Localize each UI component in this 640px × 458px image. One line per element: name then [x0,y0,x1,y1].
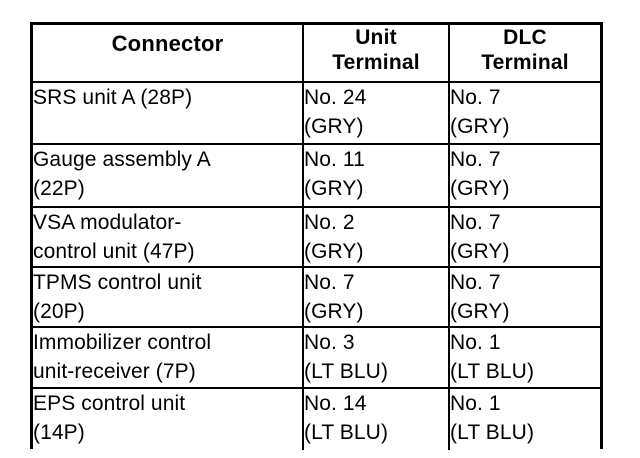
column-header-connector: Connector [33,25,304,83]
column-header-unit-terminal: Unit Terminal [303,25,450,83]
cell-connector-line-1: Gauge assembly A [33,148,211,171]
cell-dlc-terminal-line-1: No. 7 [450,86,501,109]
cell-dlc-terminal-line-1: No. 7 [450,271,501,294]
cell-unit-terminal-line-1: No. 2 [304,211,355,234]
cell-unit-terminal: No. 3 (LT BLU) [303,327,450,389]
cell-connector-line-1: TPMS control unit [33,271,202,294]
table: Connector Unit Terminal DLC Terminal SRS [33,25,600,450]
cell-connector-line-2: (14P) [33,421,85,444]
cell-unit-terminal-line-2: (LT BLU) [304,421,389,444]
cell-connector: SRS unit A (28P) [33,82,304,145]
cell-connector: TPMS control unit (20P) [33,267,304,328]
cell-unit-terminal-line-2: (GRY) [304,115,364,138]
cell-unit-terminal-line-1: No. 14 [304,392,367,415]
cell-connector-line-2: (20P) [33,300,85,323]
cell-connector: Gauge assembly A (22P) [33,144,304,208]
cell-dlc-terminal-line-2: (GRY) [450,300,510,323]
cell-connector-line-2: (22P) [33,177,85,200]
table-row: Gauge assembly A (22P) No. 11 (GRY) No. … [33,144,600,208]
cell-dlc-terminal-line-1: No. 7 [450,148,501,171]
cell-dlc-terminal-line-2: (LT BLU) [450,360,535,383]
cell-connector-line-1: VSA modulator- [33,211,182,234]
cell-connector-line-1: SRS unit A (28P) [33,86,193,109]
cell-dlc-terminal-line-1: No. 1 [450,331,501,354]
table-row: VSA modulator- control unit (47P) No. 2 … [33,207,600,268]
cell-connector: VSA modulator- control unit (47P) [33,207,304,268]
column-header-connector-line-1: Connector [111,31,224,56]
cell-dlc-terminal-line-2: (LT BLU) [450,421,535,444]
cell-unit-terminal: No. 24 (GRY) [303,82,450,145]
column-header-dlc-terminal-line-1: DLC [503,26,547,49]
cell-dlc-terminal: No. 7 (GRY) [449,267,600,328]
cell-connector-line-2: unit-receiver (7P) [33,360,196,383]
table-row: EPS control unit (14P) No. 14 (LT BLU) N… [33,388,600,450]
column-header-unit-terminal-line-2: Terminal [332,51,420,74]
cell-connector: EPS control unit (14P) [33,388,304,450]
cell-unit-terminal: No. 11 (GRY) [303,144,450,208]
cell-unit-terminal-line-1: No. 24 [304,86,367,109]
cell-unit-terminal-line-2: (GRY) [304,240,364,263]
cell-dlc-terminal: No. 7 (GRY) [449,207,600,268]
table-row: Immobilizer control unit-receiver (7P) N… [33,327,600,389]
cell-dlc-terminal: No. 1 (LT BLU) [449,388,600,450]
cell-unit-terminal: No. 14 (LT BLU) [303,388,450,450]
cell-dlc-terminal-line-2: (GRY) [450,115,510,138]
cell-dlc-terminal-line-2: (GRY) [450,177,510,200]
cell-connector-line-1: EPS control unit [33,392,186,415]
cell-unit-terminal-line-1: No. 11 [304,148,365,171]
cell-unit-terminal-line-2: (GRY) [304,177,364,200]
connector-terminal-table: Connector Unit Terminal DLC Terminal SRS [30,22,603,450]
cell-unit-terminal: No. 2 (GRY) [303,207,450,268]
table-body: SRS unit A (28P) No. 24 (GRY) No. 7 (GRY… [33,82,600,450]
cell-dlc-terminal-line-2: (GRY) [450,240,510,263]
table-header: Connector Unit Terminal DLC Terminal [33,25,600,83]
cell-unit-terminal-line-1: No. 3 [304,331,355,354]
cell-unit-terminal-line-1: No. 7 [304,271,355,294]
header-row: Connector Unit Terminal DLC Terminal [33,25,600,83]
table-row: TPMS control unit (20P) No. 7 (GRY) No. … [33,267,600,328]
cell-connector: Immobilizer control unit-receiver (7P) [33,327,304,389]
column-header-unit-terminal-line-1: Unit [355,26,397,49]
cell-dlc-terminal-line-1: No. 1 [450,392,501,415]
cell-dlc-terminal: No. 7 (GRY) [449,144,600,208]
cell-dlc-terminal: No. 1 (LT BLU) [449,327,600,389]
cell-dlc-terminal: No. 7 (GRY) [449,82,600,145]
cell-dlc-terminal-line-1: No. 7 [450,211,501,234]
column-header-dlc-terminal: DLC Terminal [449,25,600,83]
cell-unit-terminal: No. 7 (GRY) [303,267,450,328]
cell-unit-terminal-line-2: (LT BLU) [304,360,389,383]
cell-connector-line-1: Immobilizer control [33,331,212,354]
cell-connector-line-2: control unit (47P) [33,240,195,263]
cell-unit-terminal-line-2: (GRY) [304,300,364,323]
table-row: SRS unit A (28P) No. 24 (GRY) No. 7 (GRY… [33,82,600,145]
column-header-dlc-terminal-line-2: Terminal [481,51,569,74]
